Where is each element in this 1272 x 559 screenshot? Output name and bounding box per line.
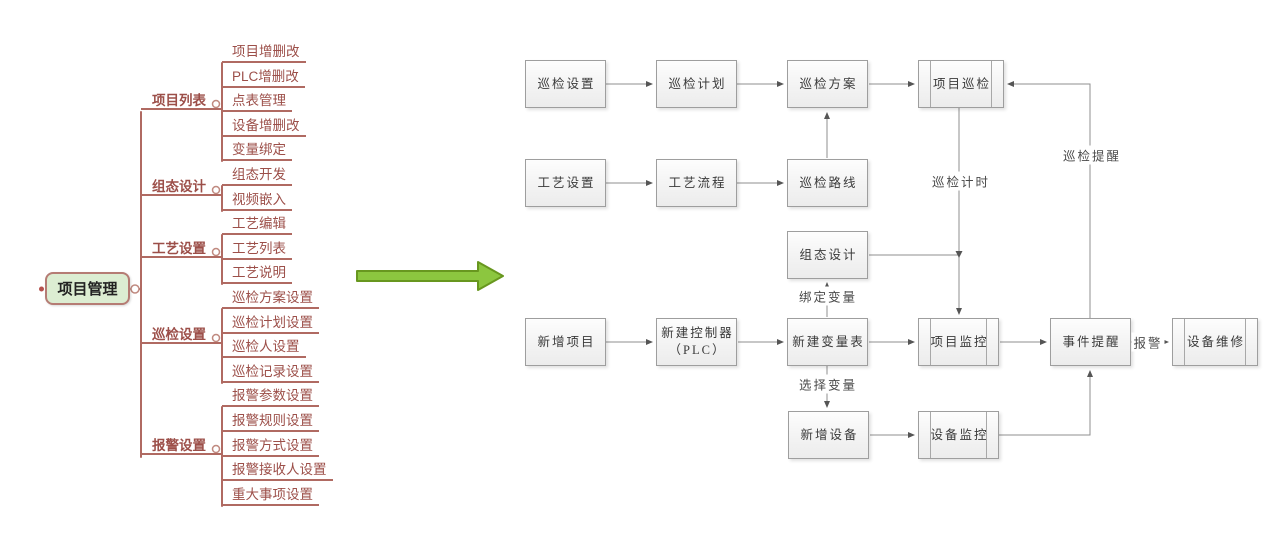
flow-node-device-monitor: 设备监控: [918, 411, 999, 459]
mindmap-leaf: 巡检记录设置: [222, 362, 319, 383]
flow-node-label: 新建变量表: [792, 334, 865, 349]
mindmap-leaf: 工艺编辑: [222, 214, 292, 235]
flow-node-new-controller: 新建控制器 （PLC）: [656, 318, 737, 366]
mindmap-leaf: 组态开发: [222, 165, 292, 186]
mindmap-leaf: 巡检方案设置: [222, 288, 319, 309]
mindmap-leaf: 巡检人设置: [222, 337, 306, 358]
mindmap-branch-alarm-setting: 报警设置: [141, 436, 222, 455]
edge-sbjk-sjtx: [999, 370, 1093, 436]
mindmap-branch-patrol-setting: 巡检设置: [141, 325, 222, 344]
mindmap-leaf: 报警方式设置: [222, 436, 319, 457]
flow-node-process-flow: 工艺流程: [656, 159, 737, 207]
edge-label-bind-variable: 绑定变量: [796, 286, 860, 306]
flow-node-new-device: 新增设备: [788, 411, 869, 459]
flow-node-event-remind: 事件提醒: [1050, 318, 1131, 366]
collapse-handle-branch1-icon: [211, 99, 221, 109]
mindmap-leaf: 项目增删改: [222, 42, 306, 63]
flow-node-project-monitor: 项目监控: [918, 318, 999, 366]
mindmap-leaf: 重大事项设置: [222, 485, 319, 506]
mindmap-branch-project-list: 项目列表: [141, 91, 222, 110]
edge-label-select-variable: 选择变量: [796, 374, 860, 394]
flow-node-label: 项目监控: [930, 334, 989, 349]
flow-node-patrol-route: 巡检路线: [787, 159, 868, 207]
flow-node-label: 设备监控: [930, 427, 989, 442]
flow-node-label: 新增项目: [537, 334, 596, 349]
mindmap-leaf: 设备增删改: [222, 116, 306, 137]
flow-node-label: 事件提醒: [1062, 334, 1121, 349]
flow-node-process-setting: 工艺设置: [525, 159, 606, 207]
mindmap-leaf: 工艺列表: [222, 239, 292, 260]
flow-node-label: 组态设计: [799, 247, 858, 262]
flow-node-project-patrol: 项目巡检: [918, 60, 1004, 108]
junction-arrowhead-icon: [955, 251, 963, 258]
flow-node-label: 新增设备: [800, 427, 859, 442]
collapse-handles: [130, 99, 221, 454]
mindmap-leaf: 点表管理: [222, 91, 292, 112]
flow-node-device-repair: 设备维修: [1172, 318, 1258, 366]
edge-label-patrol-remind: 巡检提醒: [1060, 145, 1124, 165]
mindmap-leaf: 工艺说明: [222, 263, 292, 284]
flow-node-label: 项目巡检: [932, 76, 991, 91]
flow-node-label: 工艺流程: [668, 175, 727, 190]
edge-patrol-remind: [1007, 81, 1091, 318]
flow-node-label: 巡检路线: [799, 175, 858, 190]
flow-node-config-design: 组态设计: [787, 231, 868, 279]
mindmap-leaf: 巡检计划设置: [222, 313, 319, 334]
flow-node-label: 巡检方案: [799, 76, 858, 91]
collapse-handle-branch4-icon: [211, 333, 221, 343]
flow-node-label: 新建控制器: [661, 326, 734, 341]
flow-node-sublabel: （PLC）: [668, 343, 727, 357]
flow-node-new-variable-table: 新建变量表: [787, 318, 868, 366]
flow-node-label: 设备维修: [1186, 334, 1245, 349]
flowchart-connectors: [606, 81, 1169, 438]
flow-node-patrol-setting: 巡检设置: [525, 60, 606, 108]
mindmap-root-node: 项目管理: [45, 272, 130, 305]
mindmap-leaf: 报警参数设置: [222, 386, 319, 407]
flow-node-label: 工艺设置: [537, 175, 596, 190]
mindmap-leaf: 视频嵌入: [222, 190, 292, 211]
root-left-dot-icon: [39, 286, 44, 292]
collapse-handle-branch2-icon: [211, 185, 221, 195]
flow-node-label: 巡检计划: [668, 76, 727, 91]
transform-arrow-icon: [356, 261, 504, 291]
mindmap-branch-process-setting: 工艺设置: [141, 239, 222, 258]
mindmap-branch-config-design: 组态设计: [141, 177, 222, 196]
collapse-handle-branch5-icon: [211, 444, 221, 454]
flow-node-new-project: 新增项目: [525, 318, 606, 366]
mindmap-leaf: PLC增删改: [222, 67, 305, 88]
edge-label-alarm: 报警: [1131, 332, 1165, 352]
edge-label-patrol-timing: 巡检计时: [929, 171, 993, 191]
flow-node-label: 巡检设置: [537, 76, 596, 91]
flow-node-patrol-scheme: 巡检方案: [787, 60, 868, 108]
collapse-handle-root-icon: [130, 284, 140, 294]
collapse-handle-branch3-icon: [211, 247, 221, 257]
mindmap-leaf: 报警规则设置: [222, 411, 319, 432]
flow-node-patrol-plan: 巡检计划: [656, 60, 737, 108]
mindmap-leaf: 变量绑定: [222, 140, 292, 161]
mindmap-leaf: 报警接收人设置: [222, 460, 333, 481]
